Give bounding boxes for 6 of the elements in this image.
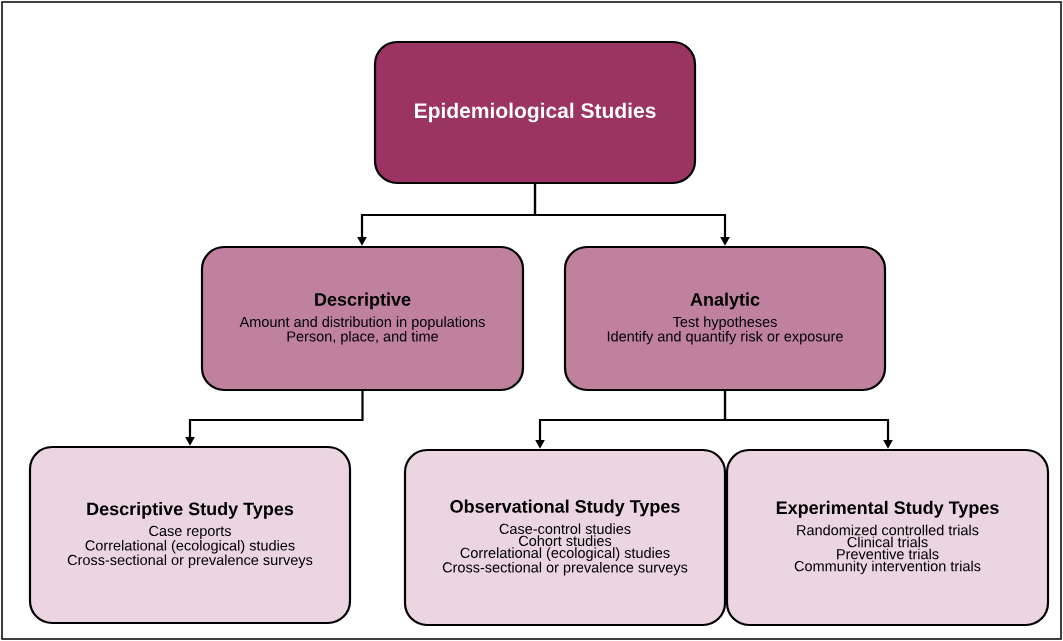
category-box: Analytic Test hypotheses Identify and quantify risk or exposure — [563, 245, 887, 392]
study-type-box: Experimental Study Types Randomized controlled trials Clinical trials Preventive trials Community intervention trials — [725, 448, 1050, 627]
title-box: Epidemiological Studies — [373, 40, 697, 185]
study-type-box: Observational Study Types Case-control studies Cohort studies Correlational (ecological) studies Cross-sectional or prevalence surveys — [403, 448, 727, 627]
category-box: Descriptive Amount and distribution in populations Person, place, and time — [200, 245, 525, 392]
study-type-box: Descriptive Study Types Case reports Correlational (ecological) studies Cross-sectional or prevalence surveys — [28, 445, 352, 625]
